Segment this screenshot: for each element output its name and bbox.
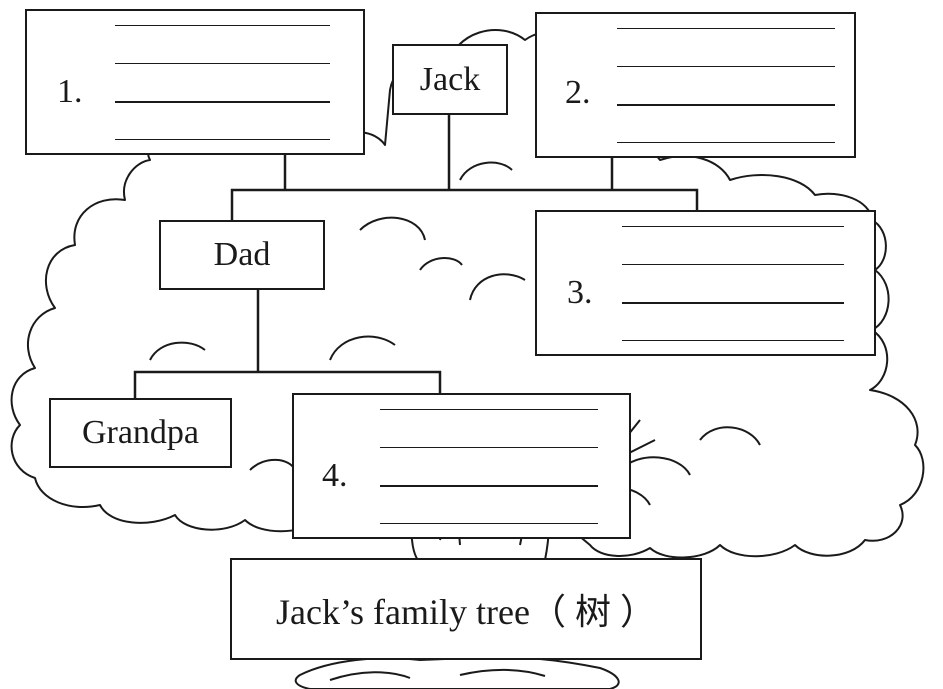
answer-line[interactable] bbox=[115, 25, 330, 26]
member-label-jack: Jack bbox=[420, 61, 480, 99]
member-box-dad: Dad bbox=[159, 220, 325, 290]
answer-line[interactable] bbox=[115, 63, 330, 64]
blank-box-1[interactable]: 1. bbox=[25, 9, 365, 155]
tree-roots bbox=[296, 657, 619, 689]
answer-line[interactable] bbox=[617, 28, 835, 29]
answer-line[interactable] bbox=[622, 302, 844, 304]
blank-number-1: 1. bbox=[57, 73, 83, 111]
member-box-grandpa: Grandpa bbox=[49, 398, 232, 468]
blank-box-3[interactable]: 3. bbox=[535, 210, 876, 356]
member-box-jack: Jack bbox=[392, 44, 508, 115]
blank-number-4: 4. bbox=[322, 457, 348, 495]
answer-line[interactable] bbox=[115, 101, 330, 103]
answer-line[interactable] bbox=[617, 142, 835, 143]
answer-line[interactable] bbox=[380, 409, 598, 410]
worksheet-title: Jack’s family tree（ 树 ） bbox=[276, 583, 656, 635]
answer-line[interactable] bbox=[622, 340, 844, 341]
blank-number-3: 3. bbox=[567, 274, 593, 312]
answer-line[interactable] bbox=[617, 104, 835, 106]
answer-line[interactable] bbox=[622, 226, 844, 227]
member-label-dad: Dad bbox=[214, 236, 271, 274]
member-label-grandpa: Grandpa bbox=[82, 414, 199, 452]
blank-box-2[interactable]: 2. bbox=[535, 12, 856, 158]
answer-line[interactable] bbox=[617, 66, 835, 67]
answer-line[interactable] bbox=[622, 264, 844, 265]
blank-box-4[interactable]: 4. bbox=[292, 393, 631, 539]
answer-line[interactable] bbox=[380, 523, 598, 524]
worksheet-title-box: Jack’s family tree（ 树 ） bbox=[230, 558, 702, 660]
answer-line[interactable] bbox=[380, 447, 598, 448]
answer-line[interactable] bbox=[115, 139, 330, 140]
answer-line[interactable] bbox=[380, 485, 598, 487]
blank-number-2: 2. bbox=[565, 74, 591, 112]
